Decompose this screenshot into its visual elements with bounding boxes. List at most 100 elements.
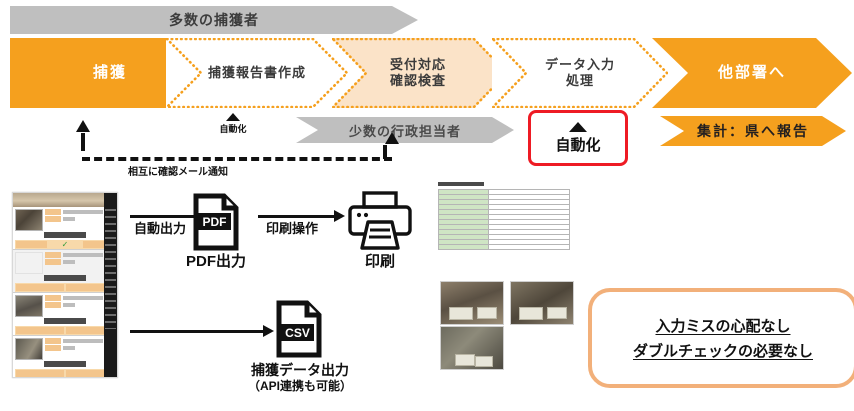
table-cell-label <box>438 244 489 250</box>
flow-line <box>258 214 334 218</box>
flow-csv-output <box>130 325 275 337</box>
capture-photo <box>510 281 574 325</box>
field-label <box>45 345 61 351</box>
feedback-stub-line <box>81 133 85 151</box>
benefit-callout-line2: ダブルチェックの必要なし <box>632 343 813 360</box>
thumbnail-image <box>15 295 43 317</box>
flow-line <box>130 214 202 218</box>
process-step-capture-label: 捕獲 <box>92 63 127 81</box>
process-step-report-creation-label: 捕獲報告書作成 <box>207 64 306 80</box>
field-value <box>63 253 103 257</box>
field-value <box>63 296 103 300</box>
list-item-title <box>44 318 86 324</box>
field-value <box>63 303 75 307</box>
pdf-output-caption: PDF出力 <box>185 253 246 270</box>
field-value <box>63 339 103 343</box>
benefit-callout: 入力ミスの心配なし ダブルチェックの必要なし <box>588 288 854 388</box>
action-button[interactable] <box>66 284 114 291</box>
flow-line <box>130 329 263 333</box>
action-button[interactable] <box>16 370 64 377</box>
process-step-data-entry-line1: データ入力 <box>544 56 615 72</box>
field-value <box>63 217 75 221</box>
banner-many-hunters: 多数の捕獲者 <box>10 6 418 34</box>
banner-few-admins: 少数の行政担当者 <box>296 117 514 143</box>
list-item[interactable] <box>13 293 117 336</box>
automation-marker-report-label: 自動化 <box>219 124 247 134</box>
flow-print-operation-label: 印刷操作 <box>266 221 319 236</box>
process-step-other-department[interactable]: 他部署へ <box>652 38 852 108</box>
capture-photo <box>440 281 504 325</box>
feedback-dashed-line <box>82 157 392 161</box>
field-label <box>45 302 61 308</box>
check-icon: ✓ <box>61 240 69 249</box>
app-scroll-ticks <box>105 209 116 329</box>
list-item[interactable] <box>13 336 117 377</box>
field-label <box>45 295 61 301</box>
capture-report-document-preview[interactable] <box>438 182 571 268</box>
automation-marker-report: 自動化 <box>212 113 254 135</box>
csv-file-icon: CSV <box>276 300 322 358</box>
csv-output-caption-line2: （API連携も可能） <box>247 378 352 393</box>
process-step-data-entry-line2: 処理 <box>565 73 594 88</box>
list-item-fields <box>45 252 115 274</box>
field-label <box>45 259 61 265</box>
document-field-table <box>438 189 571 250</box>
list-item[interactable] <box>13 250 117 293</box>
action-button[interactable] <box>66 370 114 377</box>
flow-print-operation <box>258 210 346 222</box>
list-item-fields <box>45 209 115 231</box>
field-value <box>63 260 75 264</box>
action-button[interactable] <box>82 241 114 248</box>
triangle-up-icon <box>226 113 240 121</box>
field-label <box>45 209 61 215</box>
field-value <box>63 210 103 214</box>
feedback-riser-line <box>383 145 387 159</box>
field-label <box>45 338 61 344</box>
process-step-report-creation[interactable]: 捕獲報告書作成 <box>166 38 348 108</box>
list-item-actions[interactable]: ✓ <box>15 240 115 249</box>
field-value <box>63 346 75 350</box>
thumbnail-image <box>15 338 43 360</box>
triangle-up-icon <box>569 121 587 132</box>
list-item-actions[interactable] <box>15 326 115 335</box>
csv-output-caption: 捕獲データ出力 （API連携も可能） <box>226 362 374 393</box>
print-caption: 印刷 <box>364 253 395 270</box>
action-button[interactable] <box>16 284 64 291</box>
list-item-title <box>44 232 86 238</box>
field-label <box>45 216 61 222</box>
banner-few-admins-label: 少数の行政担当者 <box>348 123 461 139</box>
list-item-fields <box>45 338 115 360</box>
app-scroll-rail[interactable] <box>104 193 117 377</box>
flow-auto-output-label: 自動出力 <box>134 221 187 236</box>
automation-marker-data-entry-label: 自動化 <box>555 136 601 154</box>
list-item-title <box>44 275 86 281</box>
arrow-head-icon <box>263 325 274 337</box>
document-title-bar <box>438 182 484 186</box>
list-item-title <box>44 361 86 367</box>
action-button[interactable] <box>16 327 64 334</box>
automation-marker-data-entry[interactable]: 自動化 <box>528 110 628 166</box>
banner-aggregate-report-label: 集計：県へ報告 <box>697 123 809 139</box>
list-item-actions[interactable] <box>15 283 115 292</box>
feedback-label: 相互に確認メール通知 <box>128 167 228 178</box>
printer-icon <box>348 190 412 252</box>
svg-text:PDF: PDF <box>203 215 227 229</box>
banner-many-hunters-label: 多数の捕獲者 <box>169 12 259 28</box>
csv-output-caption-line1: 捕獲データ出力 <box>251 362 349 378</box>
pdf-file-icon: PDF <box>193 193 239 251</box>
process-step-reception-line1: 受付対応 <box>389 56 446 72</box>
table-row <box>438 244 571 250</box>
svg-text:CSV: CSV <box>285 326 310 340</box>
capture-report-app-preview[interactable]: ✓ <box>12 192 118 378</box>
action-button[interactable] <box>16 241 48 248</box>
list-item-actions[interactable] <box>15 369 115 377</box>
action-button[interactable] <box>66 327 114 334</box>
process-step-reception-line2: 確認検査 <box>389 73 446 88</box>
list-item[interactable]: ✓ <box>13 207 117 250</box>
list-item-fields <box>45 295 115 317</box>
banner-aggregate-report: 集計：県へ報告 <box>660 116 846 146</box>
process-step-data-entry[interactable]: データ入力 処理 <box>492 38 668 108</box>
capture-photo <box>440 326 504 370</box>
thumbnail-image <box>15 209 43 231</box>
